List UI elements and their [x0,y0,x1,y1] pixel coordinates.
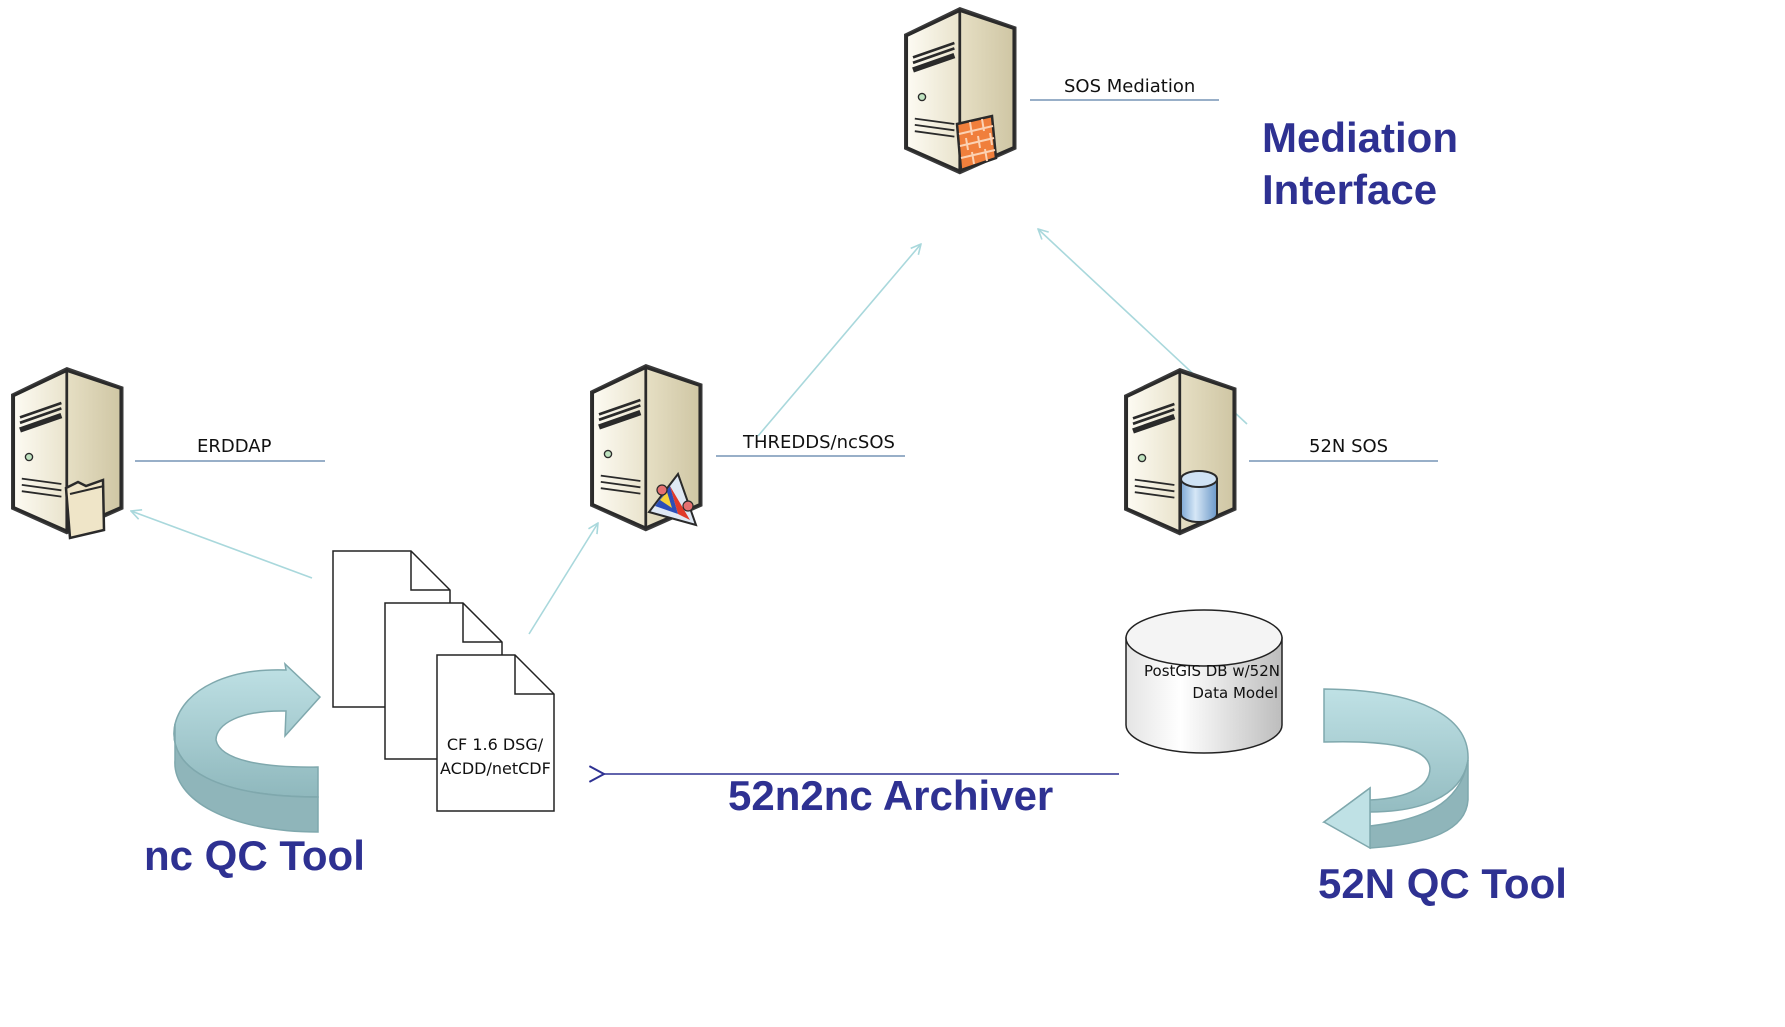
nc-qc-cycle-arrow [173,661,322,833]
documents-label-line-2: ACDD/netCDF [440,759,551,778]
documents-label-line-1: CF 1.6 DSG/ [446,735,544,754]
prism-icon [647,471,698,527]
erddap-label: ERDDAP [197,436,272,457]
52n-qc-tool-label: 52N QC Tool [1318,860,1567,907]
mediation-interface-line-1: Mediation [1262,114,1458,161]
folder-icon [64,478,106,540]
documents-label: CF 1.6 DSG/ ACDD/netCDF [440,733,551,781]
nc-qc-tool-label: nc QC Tool [144,832,365,879]
netcdf-documents [332,550,555,812]
mediation-interface-line-2: Interface [1262,166,1438,213]
52n-sos-label: 52N SOS [1309,436,1389,457]
thredds-label: THREDDS/ncSOS [743,432,895,453]
connector-thredds-to-mediation [757,244,921,437]
postgis-database [1125,609,1283,754]
database-icon [1180,470,1218,523]
database-label: PostGIS DB w/52N Data Model [1138,660,1286,704]
connector-docs-to-thredds [528,523,598,635]
firewall-icon [955,114,998,172]
sos-mediation-label: SOS Mediation [1064,76,1196,97]
archiver-label: 52n2nc Archiver [728,772,1054,819]
label-underlines [135,99,1438,462]
52n-qc-cycle-arrow [1321,688,1469,850]
connector-docs-to-erddap [131,511,313,579]
database-label-line-1: PostGIS DB w/52N [1144,662,1280,680]
database-label-line-2: Data Model [1192,684,1278,702]
mediation-interface-title: Mediation Interface [1262,112,1458,216]
